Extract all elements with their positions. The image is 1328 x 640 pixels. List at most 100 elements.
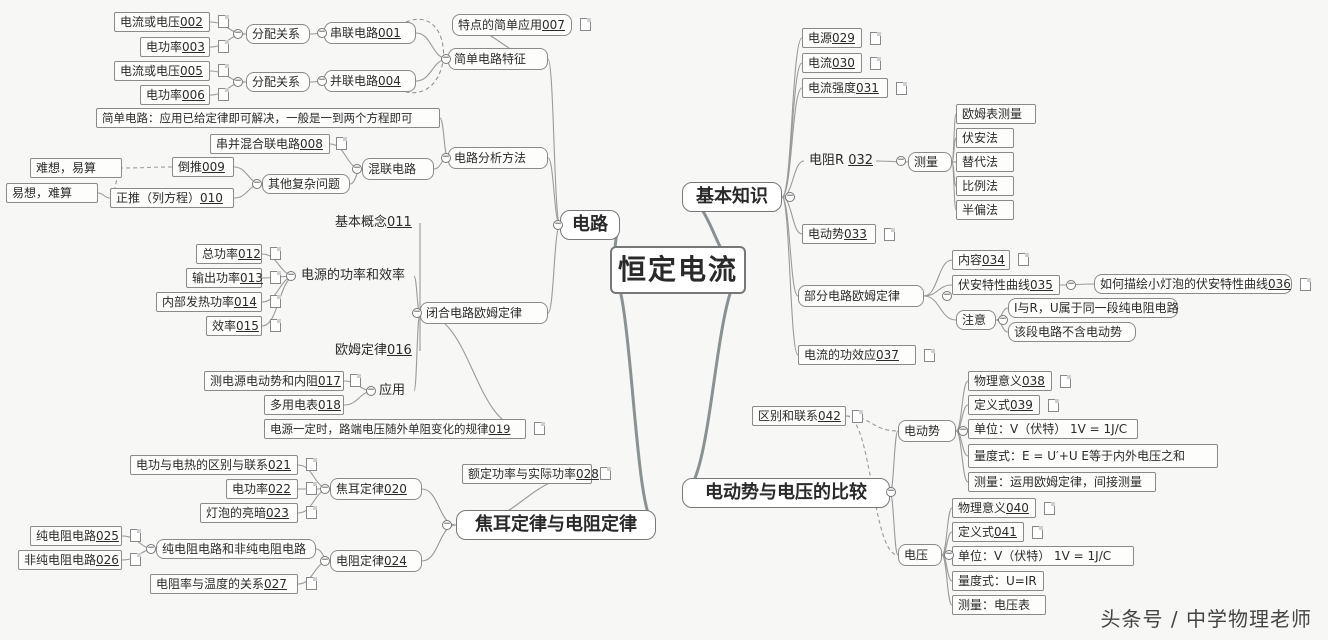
branch-compare[interactable]: 电动势与电压的比较 <box>682 478 890 508</box>
collapse-toggle-icon[interactable]: − <box>1066 279 1076 290</box>
note-icon[interactable] <box>306 482 317 495</box>
voltage-measure-node[interactable]: 测量：电压表 <box>952 595 1046 615</box>
collapse-toggle-icon[interactable]: − <box>998 314 1008 325</box>
collapse-toggle-icon[interactable]: − <box>317 75 327 86</box>
note-icon[interactable] <box>870 57 881 70</box>
simple-features-node[interactable]: 简单电路特征 <box>448 48 548 70</box>
mixed-circuit-node[interactable]: 混联电路 <box>362 158 434 180</box>
note-icon[interactable] <box>270 271 281 284</box>
power-efficiency-node[interactable]: 电源的功率和效率 <box>296 265 414 287</box>
parallel-distribution-node[interactable]: 分配关系 <box>246 72 310 92</box>
collapse-toggle-icon[interactable]: − <box>252 178 262 189</box>
note-icon[interactable] <box>218 40 229 53</box>
collapse-toggle-icon[interactable]: − <box>412 307 422 318</box>
collapse-toggle-icon[interactable]: − <box>442 519 452 530</box>
complex-problem-node[interactable]: 其他复杂问题 <box>262 174 350 194</box>
note-icon[interactable] <box>1018 253 1029 266</box>
method-ratio-node[interactable]: 比例法 <box>956 176 1014 196</box>
note-icon[interactable] <box>350 374 361 387</box>
closed-circuit-node[interactable]: 闭合电路欧姆定律 <box>420 302 548 324</box>
note-icon[interactable] <box>1060 375 1071 388</box>
note-icon[interactable] <box>270 247 281 260</box>
note-icon[interactable] <box>852 410 863 423</box>
method-half-deflection-node[interactable]: 半偏法 <box>956 200 1014 220</box>
pure-resistance-node[interactable]: 纯电阻电路和非纯电阻电路 <box>156 539 316 559</box>
branch-circuit[interactable]: 电路 <box>560 210 620 240</box>
collapse-toggle-icon[interactable]: − <box>146 543 156 554</box>
emf-unit-node[interactable]: 单位：V（伏特） 1V = 1J/C <box>968 419 1138 439</box>
collapse-toggle-icon[interactable]: − <box>286 270 296 281</box>
note-icon[interactable] <box>306 506 317 519</box>
note-icon[interactable] <box>1300 278 1311 291</box>
application-node[interactable]: 应用 <box>374 380 414 402</box>
note-icon[interactable] <box>1032 526 1043 539</box>
note-icon[interactable] <box>336 137 347 150</box>
branch-basics[interactable]: 基本知识 <box>682 182 782 212</box>
voltage-measure-formula-node[interactable]: 量度式：U=IR <box>952 571 1044 591</box>
note-icon[interactable] <box>270 295 281 308</box>
note-icon[interactable] <box>600 467 611 480</box>
collapse-toggle-icon[interactable]: − <box>441 53 451 64</box>
note-icon[interactable] <box>924 349 935 362</box>
attention-note-2[interactable]: 该段电路不含电动势 <box>1008 322 1136 342</box>
collapse-toggle-icon[interactable]: − <box>320 483 330 494</box>
collapse-toggle-icon[interactable]: − <box>352 163 362 174</box>
emf-measure-node[interactable]: 测量：运用欧姆定律，间接测量 <box>968 472 1156 492</box>
collapse-toggle-icon[interactable]: − <box>896 155 906 166</box>
note-icon[interactable] <box>534 422 545 435</box>
note-icon[interactable] <box>270 319 281 332</box>
note-icon[interactable] <box>870 32 881 45</box>
collapse-toggle-icon[interactable]: − <box>886 486 896 497</box>
method-ohmmeter-node[interactable]: 欧姆表测量 <box>956 104 1036 124</box>
note-icon[interactable] <box>884 228 895 241</box>
measurement-node[interactable]: 测量 <box>908 152 952 172</box>
root-topic[interactable]: 恒定电流 <box>610 246 746 294</box>
note-icon[interactable] <box>580 18 591 31</box>
collapse-toggle-icon[interactable]: − <box>942 290 952 301</box>
collapse-toggle-icon[interactable]: − <box>233 28 243 39</box>
collapse-toggle-icon[interactable]: − <box>366 385 376 396</box>
note-icon[interactable] <box>130 529 141 542</box>
note-icon[interactable] <box>218 64 229 77</box>
note-icon[interactable] <box>218 88 229 101</box>
note-icon[interactable] <box>1048 399 1059 412</box>
series-distribution-node[interactable]: 分配关系 <box>246 24 310 44</box>
collapse-toggle-icon[interactable]: − <box>320 555 330 566</box>
easy-to-think-node[interactable]: 易想，难算 <box>6 183 98 203</box>
note-icon[interactable] <box>306 458 317 471</box>
compare-voltage-node[interactable]: 电压 <box>898 544 942 566</box>
resistance-node[interactable]: 电阻R 032 <box>804 150 876 172</box>
collapse-toggle-icon[interactable]: − <box>441 152 451 163</box>
attention-node[interactable]: 注意 <box>956 310 996 330</box>
emf-measure-formula-node[interactable]: 量度式：E = U′+U E等于内外电压之和 <box>968 444 1218 468</box>
method-substitution-node[interactable]: 替代法 <box>956 152 1014 172</box>
collapse-toggle-icon[interactable]: − <box>317 27 327 38</box>
